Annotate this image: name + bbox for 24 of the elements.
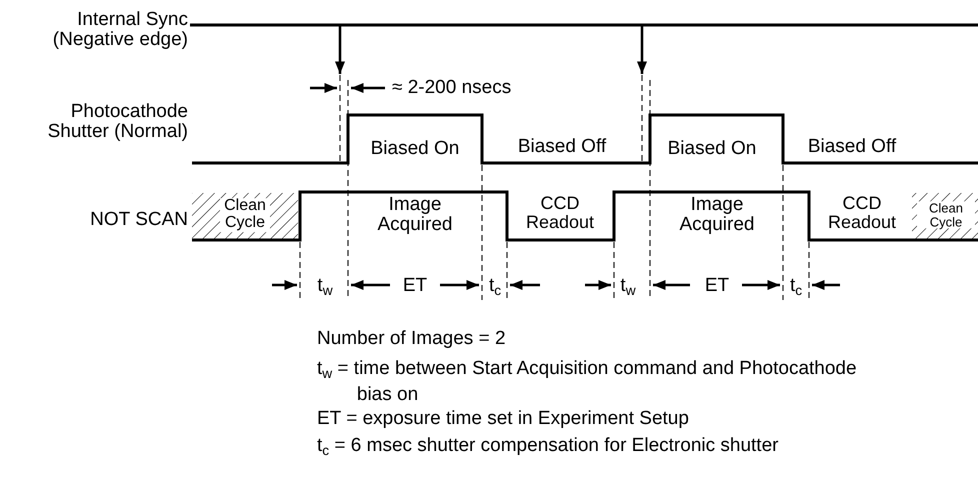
- signal-name: Photocathode Shutter (Normal): [46, 102, 188, 142]
- state-label: Image Acquired: [678, 195, 756, 235]
- signal-name: NOT SCAN: [90, 210, 188, 230]
- interval-label: ET: [402, 276, 428, 296]
- state-label: Clean Cycle: [220, 198, 270, 232]
- interval-label: t$_{c}$: [488, 276, 502, 296]
- state-label: Biased Off: [808, 137, 896, 157]
- state-label: Clean Cycle: [917, 201, 975, 229]
- timing-annotation: ≈ 2-200 nsecs: [392, 78, 512, 98]
- interval-label: t$_{w}$: [620, 276, 636, 296]
- interval-label: t$_{w}$: [317, 276, 333, 296]
- state-label: CCD Readout: [826, 194, 898, 232]
- state-label: Biased On: [370, 139, 460, 159]
- interval-label: ET: [704, 276, 730, 296]
- note-text: t$_{w}$ = time between Start Acquisition command and Photocathode bias on: [317, 357, 858, 407]
- note-text: t$_{c}$ = 6 msec shutter compensation for Electronic shutter: [317, 436, 778, 456]
- signal-name: Internal Sync (Negative edge): [52, 10, 188, 50]
- interval-label: t$_{c}$: [790, 276, 802, 296]
- note-text: ET = exposure time set in Experiment Setup: [317, 409, 689, 429]
- state-label: Image Acquired: [376, 195, 454, 235]
- state-label: Biased On: [668, 139, 756, 159]
- state-label: Biased Off: [518, 137, 606, 157]
- note-text: Number of Images = 2: [317, 329, 506, 349]
- state-label: CCD Readout: [524, 194, 596, 232]
